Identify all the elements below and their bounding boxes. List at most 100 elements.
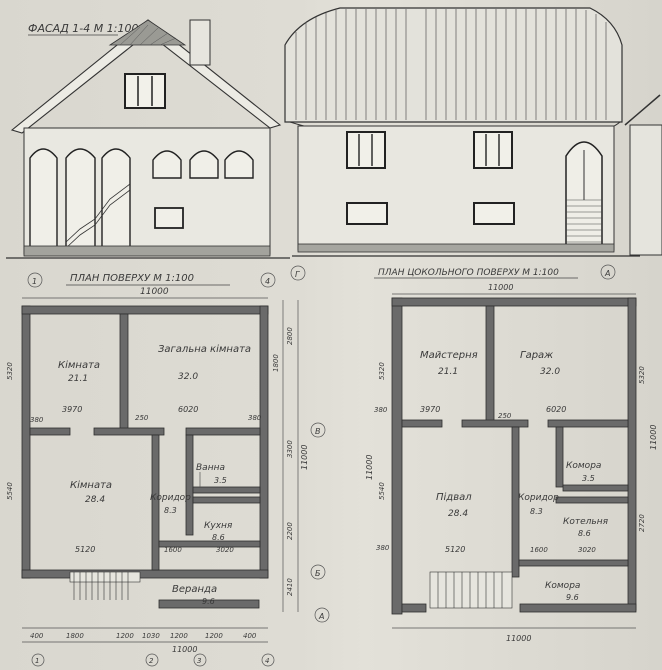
basement-dim-wall-a: 380	[374, 406, 388, 414]
floor-room-4-name: Коридор	[150, 493, 191, 503]
basement-dim-wall-a-2: 380	[376, 544, 390, 552]
axis-label-v: В	[315, 427, 321, 436]
basement-dim-overall-right: 11000	[649, 425, 658, 450]
floor-room-2-name: Загальна кімната	[158, 343, 251, 355]
floor-chain-bottom-0: 400	[30, 632, 44, 640]
floor-dim-right-room: 6020	[178, 405, 198, 414]
basement-stairs	[429, 571, 513, 609]
axis-label-1-bottom: 1	[35, 657, 39, 665]
floor-dim-wall-b: 250	[135, 414, 149, 422]
floor-dim-wall-a: 380	[30, 416, 44, 424]
basement-room-3-name: Підвал	[436, 491, 472, 503]
floor-room-1-name: Кімната	[58, 359, 100, 371]
floor-chain-right-0: 2800	[286, 327, 294, 345]
axis-marker-1	[27, 272, 43, 288]
floor-room-5-name: Ванна	[196, 463, 225, 473]
floor-room-7-area: 9.6	[202, 597, 215, 606]
basement-dim-bottom-left: 5120	[445, 545, 465, 554]
floor-dim-left-room: 3970	[62, 405, 82, 414]
floor-room-7-name: Веранда	[172, 584, 217, 595]
axis-label-a-top: А	[604, 269, 610, 278]
basement-dim-height-lower: 5540	[378, 482, 386, 500]
basement-dim-corridor: 1600	[530, 546, 548, 554]
floor-room-2-area: 32.0	[178, 372, 198, 382]
floor-dim-bottom-left: 5120	[75, 545, 95, 554]
floor-room-5-area: 3.5	[214, 476, 227, 485]
floor-chain-bottom-4: 1200	[170, 632, 188, 640]
floor-dim-overall-side: 11000	[300, 445, 309, 470]
axis-marker-3	[193, 653, 207, 667]
basement-dim-overall-bottom: 11000	[506, 634, 531, 643]
floor-room-6-name: Кухня	[204, 521, 233, 531]
basement-room-2-area: 32.0	[540, 367, 560, 377]
basement-dim-height-upper-right: 5320	[638, 366, 646, 384]
axis-marker-b	[310, 564, 326, 580]
roof-boards	[295, 9, 607, 120]
floor-room-1-area: 21.1	[68, 374, 88, 384]
floor-dim-height-upper: 5320	[6, 362, 14, 380]
axis-marker-4-bottom	[261, 653, 275, 667]
floor-overall-top: 11000	[140, 287, 169, 297]
basement-room-4-name: Коридор	[518, 493, 559, 503]
basement-plan: ПЛАН ЦОКОЛЬНОГО ПОВЕРХУ М 1:100 А 11000	[365, 264, 658, 643]
axis-label-4: 4	[265, 277, 270, 286]
axis-label-4-bottom: 4	[265, 657, 269, 665]
axis-marker-g	[290, 265, 306, 281]
basement-room-6-name: Котельня	[563, 517, 609, 527]
floor-chain-right-3: 2410	[286, 578, 294, 596]
floor-chain-bottom-1: 1800	[66, 632, 84, 640]
axis-label-b: Б	[315, 569, 321, 578]
basement-dim-height-upper: 5320	[378, 362, 386, 380]
right-elevation	[284, 7, 662, 257]
floor-plan-title: ПЛАН ПОВЕРХУ М 1:100	[70, 273, 194, 284]
floor-dim-corridor: 1600	[164, 546, 182, 554]
axis-marker-1-bottom	[31, 653, 45, 667]
basement-dim-overall-left: 11000	[365, 455, 374, 480]
basement-room-5-name: Комора	[566, 461, 601, 471]
floor-dim-kitchen: 3020	[216, 546, 234, 554]
basement-room-1-area: 21.1	[438, 367, 458, 377]
facade-title: ФАСАД 1-4 М 1:100	[28, 22, 138, 35]
floor-room-3-area: 28.4	[85, 495, 105, 505]
basement-plan-title: ПЛАН ЦОКОЛЬНОГО ПОВЕРХУ М 1:100	[378, 268, 559, 278]
axis-marker-4	[260, 272, 276, 288]
basement-dim-wall-b: 250	[498, 412, 512, 420]
basement-room-5-area: 3.5	[582, 474, 595, 483]
axis-label-g: Г	[295, 270, 300, 279]
basement-room-2-name: Гараж	[520, 350, 553, 361]
basement-dim-left-room: 3970	[420, 405, 440, 414]
floor-chain-bottom-6: 400	[243, 632, 257, 640]
floor-chain-right-1: 3300	[286, 440, 294, 458]
basement-room-6-area: 8.6	[578, 529, 591, 538]
axis-marker-a	[314, 607, 330, 623]
floor-dim-overall-bottom: 11000	[172, 645, 197, 654]
floor-room-3-name: Кімната	[70, 479, 112, 491]
floor-dim-height-lower: 5540	[6, 482, 14, 500]
basement-room-4-area: 8.3	[530, 507, 543, 516]
floor-room-6-area: 8.6	[212, 533, 225, 542]
basement-room-7-name: Комора	[545, 581, 580, 591]
axis-marker-v	[310, 422, 326, 438]
axis-label-2: 2	[149, 657, 154, 665]
basement-dim-right-room: 6020	[546, 405, 566, 414]
floor-chain-bottom-5: 1200	[205, 632, 223, 640]
floor-chain-bottom-3: 1030	[142, 632, 160, 640]
basement-room-7-area: 9.6	[566, 593, 579, 602]
axis-label-1: 1	[32, 277, 37, 286]
axis-marker-2	[145, 653, 159, 667]
floor-chain-bottom-2: 1200	[116, 632, 134, 640]
floor-room-4-area: 8.3	[164, 506, 177, 515]
floor-dim-side: 1800	[272, 354, 280, 372]
floor-chain-right-2: 2200	[286, 522, 294, 540]
basement-dim-kitchen: 3020	[578, 546, 596, 554]
axis-label-3: 3	[197, 657, 201, 665]
axis-marker-a-top	[600, 264, 616, 280]
basement-room-3-area: 28.4	[448, 509, 468, 519]
basement-overall-top: 11000	[488, 283, 513, 292]
axis-label-a: А	[318, 612, 324, 621]
floor-plan: 1 4 Г ПЛАН ПОВЕРХУ М 1:100 11000	[6, 265, 330, 667]
floor-dim-wall-a-2: 380	[248, 414, 262, 422]
basement-dim-height-small: 2720	[638, 514, 646, 532]
